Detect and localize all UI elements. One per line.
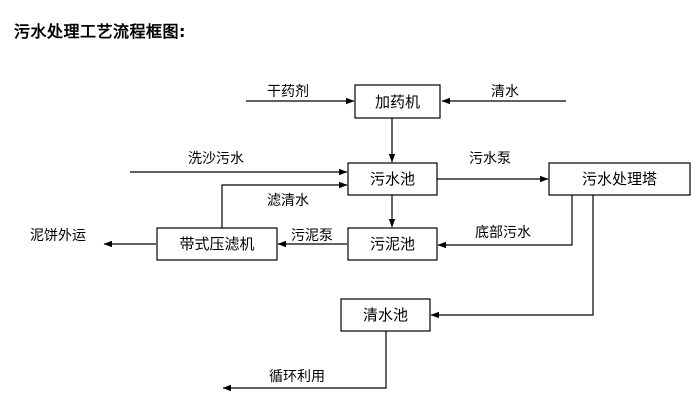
node-label-sewage-pool: 污水池	[370, 170, 415, 188]
edge-label-sludge-pump: 污泥泵	[291, 228, 333, 244]
edge-clean-to-recycle	[222, 331, 387, 392]
node-sludge-pool[interactable]: 污泥池	[347, 227, 438, 261]
page-title: 污水处理工艺流程框图:	[14, 22, 186, 41]
node-clear-water-pool[interactable]: 清水池	[340, 298, 431, 332]
edge-filter-to-sewage	[221, 181, 348, 228]
node-label-treatment-tower: 污水处理塔	[582, 170, 657, 188]
edge-label-clear-water: 清水	[491, 84, 519, 100]
edge-label-sewage-pump: 污水泵	[469, 151, 511, 167]
node-label-belt-filter-press: 带式压滤机	[179, 235, 254, 253]
edge-label-mud-cake-out: 泥饼外运	[30, 228, 86, 244]
edge-label-sand-sewage: 洗沙污水	[188, 151, 244, 167]
edge-label-recycle-use: 循环利用	[269, 369, 325, 385]
edge-tower-to-clean	[430, 195, 594, 319]
edge-tower-to-sludge	[437, 195, 573, 249]
node-label-sludge-pool: 污泥池	[370, 235, 415, 253]
node-dosing-machine[interactable]: 加药机	[354, 84, 441, 119]
node-label-dosing-machine: 加药机	[375, 93, 420, 111]
node-label-clear-water-pool: 清水池	[363, 306, 408, 324]
edge-label-bottom-sewage: 底部污水	[475, 225, 531, 241]
node-belt-filter-press[interactable]: 带式压滤机	[156, 227, 278, 261]
edge-label-filtered-water: 滤清水	[267, 193, 309, 209]
edge-label-dry-agent: 干药剂	[267, 84, 309, 100]
node-treatment-tower[interactable]: 污水处理塔	[548, 162, 691, 196]
node-sewage-pool[interactable]: 污水池	[347, 162, 438, 196]
